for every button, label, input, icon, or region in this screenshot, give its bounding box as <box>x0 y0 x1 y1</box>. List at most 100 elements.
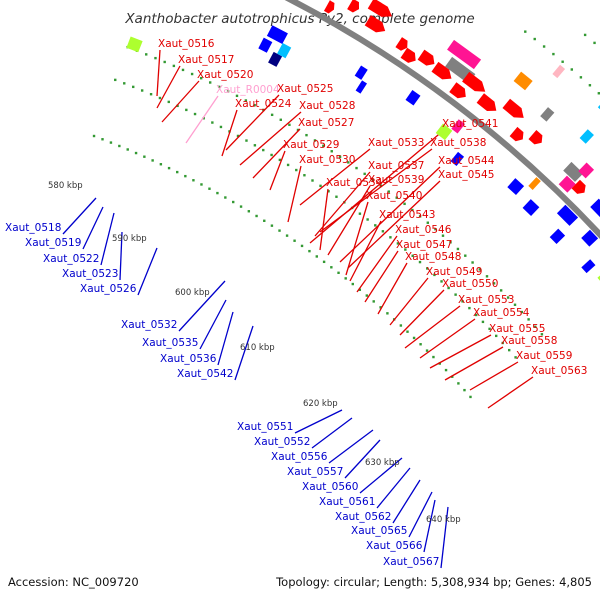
ruler-dot <box>208 187 211 190</box>
ruler-dots <box>92 30 600 399</box>
gene-label[interactable]: Xaut_0532 <box>121 319 177 331</box>
ruler-dot <box>419 343 422 346</box>
ruler-dot <box>514 356 517 359</box>
label-line <box>327 185 371 256</box>
gene-label[interactable]: Xaut_0548 <box>405 251 461 263</box>
ruler-dot <box>154 56 157 60</box>
gene-label[interactable]: Xaut_0555 <box>489 323 545 335</box>
gene-label[interactable]: Xaut_0542 <box>177 368 233 380</box>
gene-label[interactable]: Xaut_0529 <box>283 139 339 151</box>
gene-label[interactable]: Xaut_0533 <box>368 137 424 149</box>
ruler-dot <box>365 294 369 297</box>
label-line <box>376 467 411 509</box>
ruler-dot <box>322 144 325 148</box>
ruler-dot <box>492 282 496 285</box>
ruler-dot <box>372 300 375 303</box>
ruler-dot <box>387 190 390 193</box>
gene-label[interactable]: Xaut_0526 <box>80 283 137 295</box>
gene-label[interactable]: Xaut_R0004 <box>216 84 280 96</box>
gene-label[interactable]: Xaut_0551 <box>237 421 293 433</box>
ruler-dot <box>255 214 258 218</box>
label-line <box>328 429 374 464</box>
ruler-dot <box>295 168 298 172</box>
gene-arrow <box>528 130 543 145</box>
gene-block <box>268 51 283 67</box>
gene-label[interactable]: Xaut_0518 <box>5 222 61 234</box>
ruler-dot <box>444 368 448 372</box>
label-line <box>287 165 302 223</box>
gene-label[interactable]: Xaut_0559 <box>516 350 572 362</box>
gene-label[interactable]: Xaut_0566 <box>366 540 423 552</box>
gene-label[interactable]: Xaut_0536 <box>160 353 217 365</box>
gene-label[interactable]: Xaut_0517 <box>178 54 234 66</box>
gene-label[interactable]: Xaut_0550 <box>442 278 498 290</box>
label-line <box>364 250 399 303</box>
gene-label[interactable]: Xaut_0520 <box>197 69 253 81</box>
gene-block <box>507 178 525 195</box>
gene-label[interactable]: Xaut_0539 <box>368 174 424 186</box>
ruler-dot <box>300 244 304 248</box>
gene-label[interactable]: Xaut_0524 <box>235 98 292 110</box>
gene-label[interactable]: Xaut_0528 <box>299 100 355 112</box>
gene-arrow <box>431 61 452 80</box>
gene-label[interactable]: Xaut_0562 <box>335 511 391 523</box>
gene-label[interactable]: Xaut_0552 <box>254 436 310 448</box>
label-line <box>100 212 115 266</box>
gene-block <box>329 0 332 1</box>
ruler-dot <box>447 286 450 290</box>
gene-block <box>266 25 288 44</box>
gene-label[interactable]: Xaut_0565 <box>351 525 407 537</box>
gene-label[interactable]: Xaut_0519 <box>25 237 81 249</box>
ruler-dot <box>358 288 362 291</box>
gene-label[interactable]: Xaut_0522 <box>43 253 99 265</box>
ruler-dot <box>330 150 333 153</box>
gene-label[interactable]: Xaut_0545 <box>438 169 494 181</box>
gene-label[interactable]: Xaut_0541 <box>442 118 498 130</box>
ruler-dot <box>235 94 239 98</box>
gene-label[interactable]: Xaut_0534 <box>326 177 383 189</box>
gene-label[interactable]: Xaut_0549 <box>426 266 482 278</box>
gene-label[interactable]: Xaut_0563 <box>531 365 587 377</box>
ruler-dot <box>176 170 179 174</box>
ruler-dot <box>404 248 407 251</box>
gene-label[interactable]: Xaut_0527 <box>298 117 354 129</box>
gene-label[interactable]: Xaut_0557 <box>287 466 343 478</box>
ruler-dot <box>475 313 478 317</box>
gene-label[interactable]: Xaut_0547 <box>396 239 452 251</box>
gene-label[interactable]: Xaut_0530 <box>299 154 355 166</box>
gene-label[interactable]: Xaut_0567 <box>383 556 439 568</box>
gene-label[interactable]: Xaut_0560 <box>302 481 358 493</box>
gene-label[interactable]: Xaut_0561 <box>319 496 375 508</box>
ruler-dot <box>132 85 135 89</box>
ruler-dot <box>262 148 265 152</box>
gene-label[interactable]: Xaut_0554 <box>473 307 530 319</box>
gene-label[interactable]: Xaut_0538 <box>430 137 486 149</box>
ruler-dot <box>296 128 300 132</box>
label-line <box>156 65 181 109</box>
ruler-dot <box>192 179 195 182</box>
gene-block <box>450 151 465 167</box>
gene-label[interactable]: Xaut_0523 <box>62 268 118 280</box>
gene-label[interactable]: Xaut_0544 <box>438 155 495 167</box>
gene-label[interactable]: Xaut_0553 <box>458 294 514 306</box>
ruler-dot <box>208 81 212 84</box>
gene-label[interactable]: Xaut_0537 <box>368 160 424 172</box>
ruler-dot <box>464 254 467 257</box>
gene-label[interactable]: Xaut_0516 <box>158 38 215 50</box>
ruler-dot <box>305 133 308 137</box>
gene-label[interactable]: Xaut_0556 <box>271 451 328 463</box>
gene-label[interactable]: Xaut_0546 <box>395 224 452 236</box>
gene-label[interactable]: Xaut_0540 <box>366 190 422 202</box>
gene-label[interactable]: Xaut_0558 <box>501 335 557 347</box>
label-line <box>294 409 343 434</box>
ruler-dot <box>358 212 362 215</box>
gene-block <box>354 65 368 80</box>
ruler-dot <box>163 60 166 64</box>
gene-label[interactable]: Xaut_0543 <box>379 209 435 221</box>
gene-label[interactable]: Xaut_0535 <box>142 337 198 349</box>
gene-labels[interactable]: Xaut_0516Xaut_0517Xaut_0520Xaut_R0004Xau… <box>5 38 587 568</box>
ruler-dot <box>270 113 274 117</box>
ruler-dot <box>506 296 510 299</box>
ruler-dot <box>379 184 383 187</box>
gene-label[interactable]: Xaut_0525 <box>277 83 333 95</box>
